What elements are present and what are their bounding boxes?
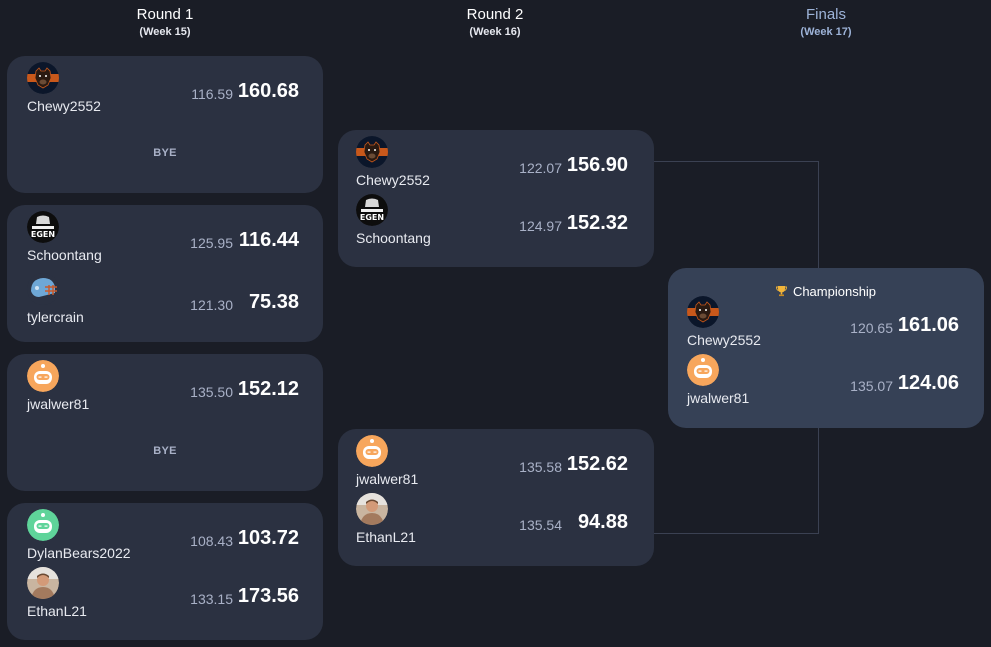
projected-score: 122.07 <box>519 160 562 176</box>
projected-score: 135.07 <box>850 378 893 394</box>
team-row[interactable]: tylercrain 121.30 75.38 <box>27 273 317 325</box>
actual-score: 152.12 <box>237 378 299 400</box>
team-row[interactable]: jwalwer81 135.50 152.12 <box>27 360 317 412</box>
projected-score: 135.54 <box>519 517 562 533</box>
team-row[interactable]: EthanL21 133.15 173.56 <box>27 567 317 619</box>
team-name: tylercrain <box>27 309 84 325</box>
projected-score: 133.15 <box>190 591 233 607</box>
person-photo-icon <box>27 567 59 599</box>
team-name: EthanL21 <box>27 603 87 619</box>
actual-score: 152.32 <box>566 212 628 234</box>
projected-score: 121.30 <box>190 297 233 313</box>
team-row[interactable]: EthanL21 135.54 94.88 <box>356 493 646 545</box>
projected-score: 120.65 <box>850 320 893 336</box>
team-row[interactable]: jwalwer81 135.07 124.06 <box>687 354 977 406</box>
projected-score: 124.97 <box>519 218 562 234</box>
matchup-card[interactable]: Schoontang 125.95 116.44 tylercrain 121.… <box>7 205 323 342</box>
team-name: EthanL21 <box>356 529 416 545</box>
actual-score: 160.68 <box>237 80 299 102</box>
round-title: Finals <box>805 6 846 23</box>
round-week: (Week 17) <box>800 26 852 38</box>
bears-logo-icon <box>27 62 59 94</box>
actual-score: 152.62 <box>566 453 628 475</box>
matchup-card[interactable]: jwalwer81 135.58 152.62 EthanL21 135.54 … <box>338 429 654 566</box>
round-title: Round 2 <box>466 6 524 23</box>
team-row[interactable]: Schoontang 125.95 116.44 <box>27 211 317 263</box>
finals-header: Finals (Week 17) <box>726 6 926 39</box>
actual-score: 116.44 <box>238 229 299 251</box>
bracket-connector <box>653 161 819 162</box>
robot-orange-icon <box>27 360 59 392</box>
legend-logo-icon <box>356 194 388 226</box>
team-name: jwalwer81 <box>356 471 419 487</box>
actual-score: 103.72 <box>237 527 299 549</box>
team-name: Schoontang <box>356 230 431 246</box>
team-row[interactable]: Chewy2552 116.59 160.68 <box>27 62 317 114</box>
robot-green-icon <box>27 509 59 541</box>
actual-score: 161.06 <box>897 314 959 336</box>
actual-score: 124.06 <box>897 372 959 394</box>
robot-orange-icon <box>687 354 719 386</box>
person-photo-icon <box>356 493 388 525</box>
round-week: (Week 16) <box>469 26 521 38</box>
round-2-header: Round 2 (Week 16) <box>395 6 595 39</box>
projected-score: 125.95 <box>190 235 233 251</box>
team-row[interactable]: Chewy2552 122.07 156.90 <box>356 136 646 188</box>
bye-label: BYE <box>153 147 177 159</box>
matchup-card[interactable]: jwalwer81 135.50 152.12 BYE <box>7 354 323 491</box>
actual-score: 75.38 <box>248 291 299 313</box>
team-row[interactable]: DylanBears2022 108.43 103.72 <box>27 509 317 561</box>
projected-score: 135.58 <box>519 459 562 475</box>
actual-score: 156.90 <box>566 154 628 176</box>
team-name: DylanBears2022 <box>27 545 131 561</box>
championship-header: Championship <box>668 284 984 299</box>
team-row[interactable]: Schoontang 124.97 152.32 <box>356 194 646 246</box>
matchup-card[interactable]: DylanBears2022 108.43 103.72 EthanL21 13… <box>7 503 323 640</box>
actual-score: 94.88 <box>577 511 628 533</box>
team-name: Chewy2552 <box>27 98 101 114</box>
bracket-connector <box>653 533 819 534</box>
championship-label: Championship <box>792 284 877 299</box>
helmet-icon <box>27 273 59 305</box>
round-title: Round 1 <box>136 6 194 23</box>
bears-logo-icon <box>687 296 719 328</box>
projected-score: 116.59 <box>191 86 233 102</box>
team-row[interactable]: jwalwer81 135.58 152.62 <box>356 435 646 487</box>
matchup-card[interactable]: Chewy2552 116.59 160.68 BYE <box>7 56 323 193</box>
actual-score: 173.56 <box>237 585 299 607</box>
matchup-card[interactable]: Chewy2552 122.07 156.90 Schoontang 124.9… <box>338 130 654 267</box>
championship-card[interactable]: Championship Chewy2552 120.65 161.06 jwa… <box>668 268 984 428</box>
trophy-icon <box>775 286 787 297</box>
legend-logo-icon <box>27 211 59 243</box>
team-row[interactable]: Chewy2552 120.65 161.06 <box>687 296 977 348</box>
team-name: Chewy2552 <box>687 332 761 348</box>
team-name: jwalwer81 <box>687 390 750 406</box>
projected-score: 135.50 <box>190 384 233 400</box>
robot-orange-icon <box>356 435 388 467</box>
team-name: Chewy2552 <box>356 172 430 188</box>
round-1-header: Round 1 (Week 15) <box>65 6 265 39</box>
bye-label: BYE <box>153 445 177 457</box>
bears-logo-icon <box>356 136 388 168</box>
team-name: Schoontang <box>27 247 102 263</box>
projected-score: 108.43 <box>190 533 233 549</box>
team-name: jwalwer81 <box>27 396 90 412</box>
round-week: (Week 15) <box>139 26 191 38</box>
